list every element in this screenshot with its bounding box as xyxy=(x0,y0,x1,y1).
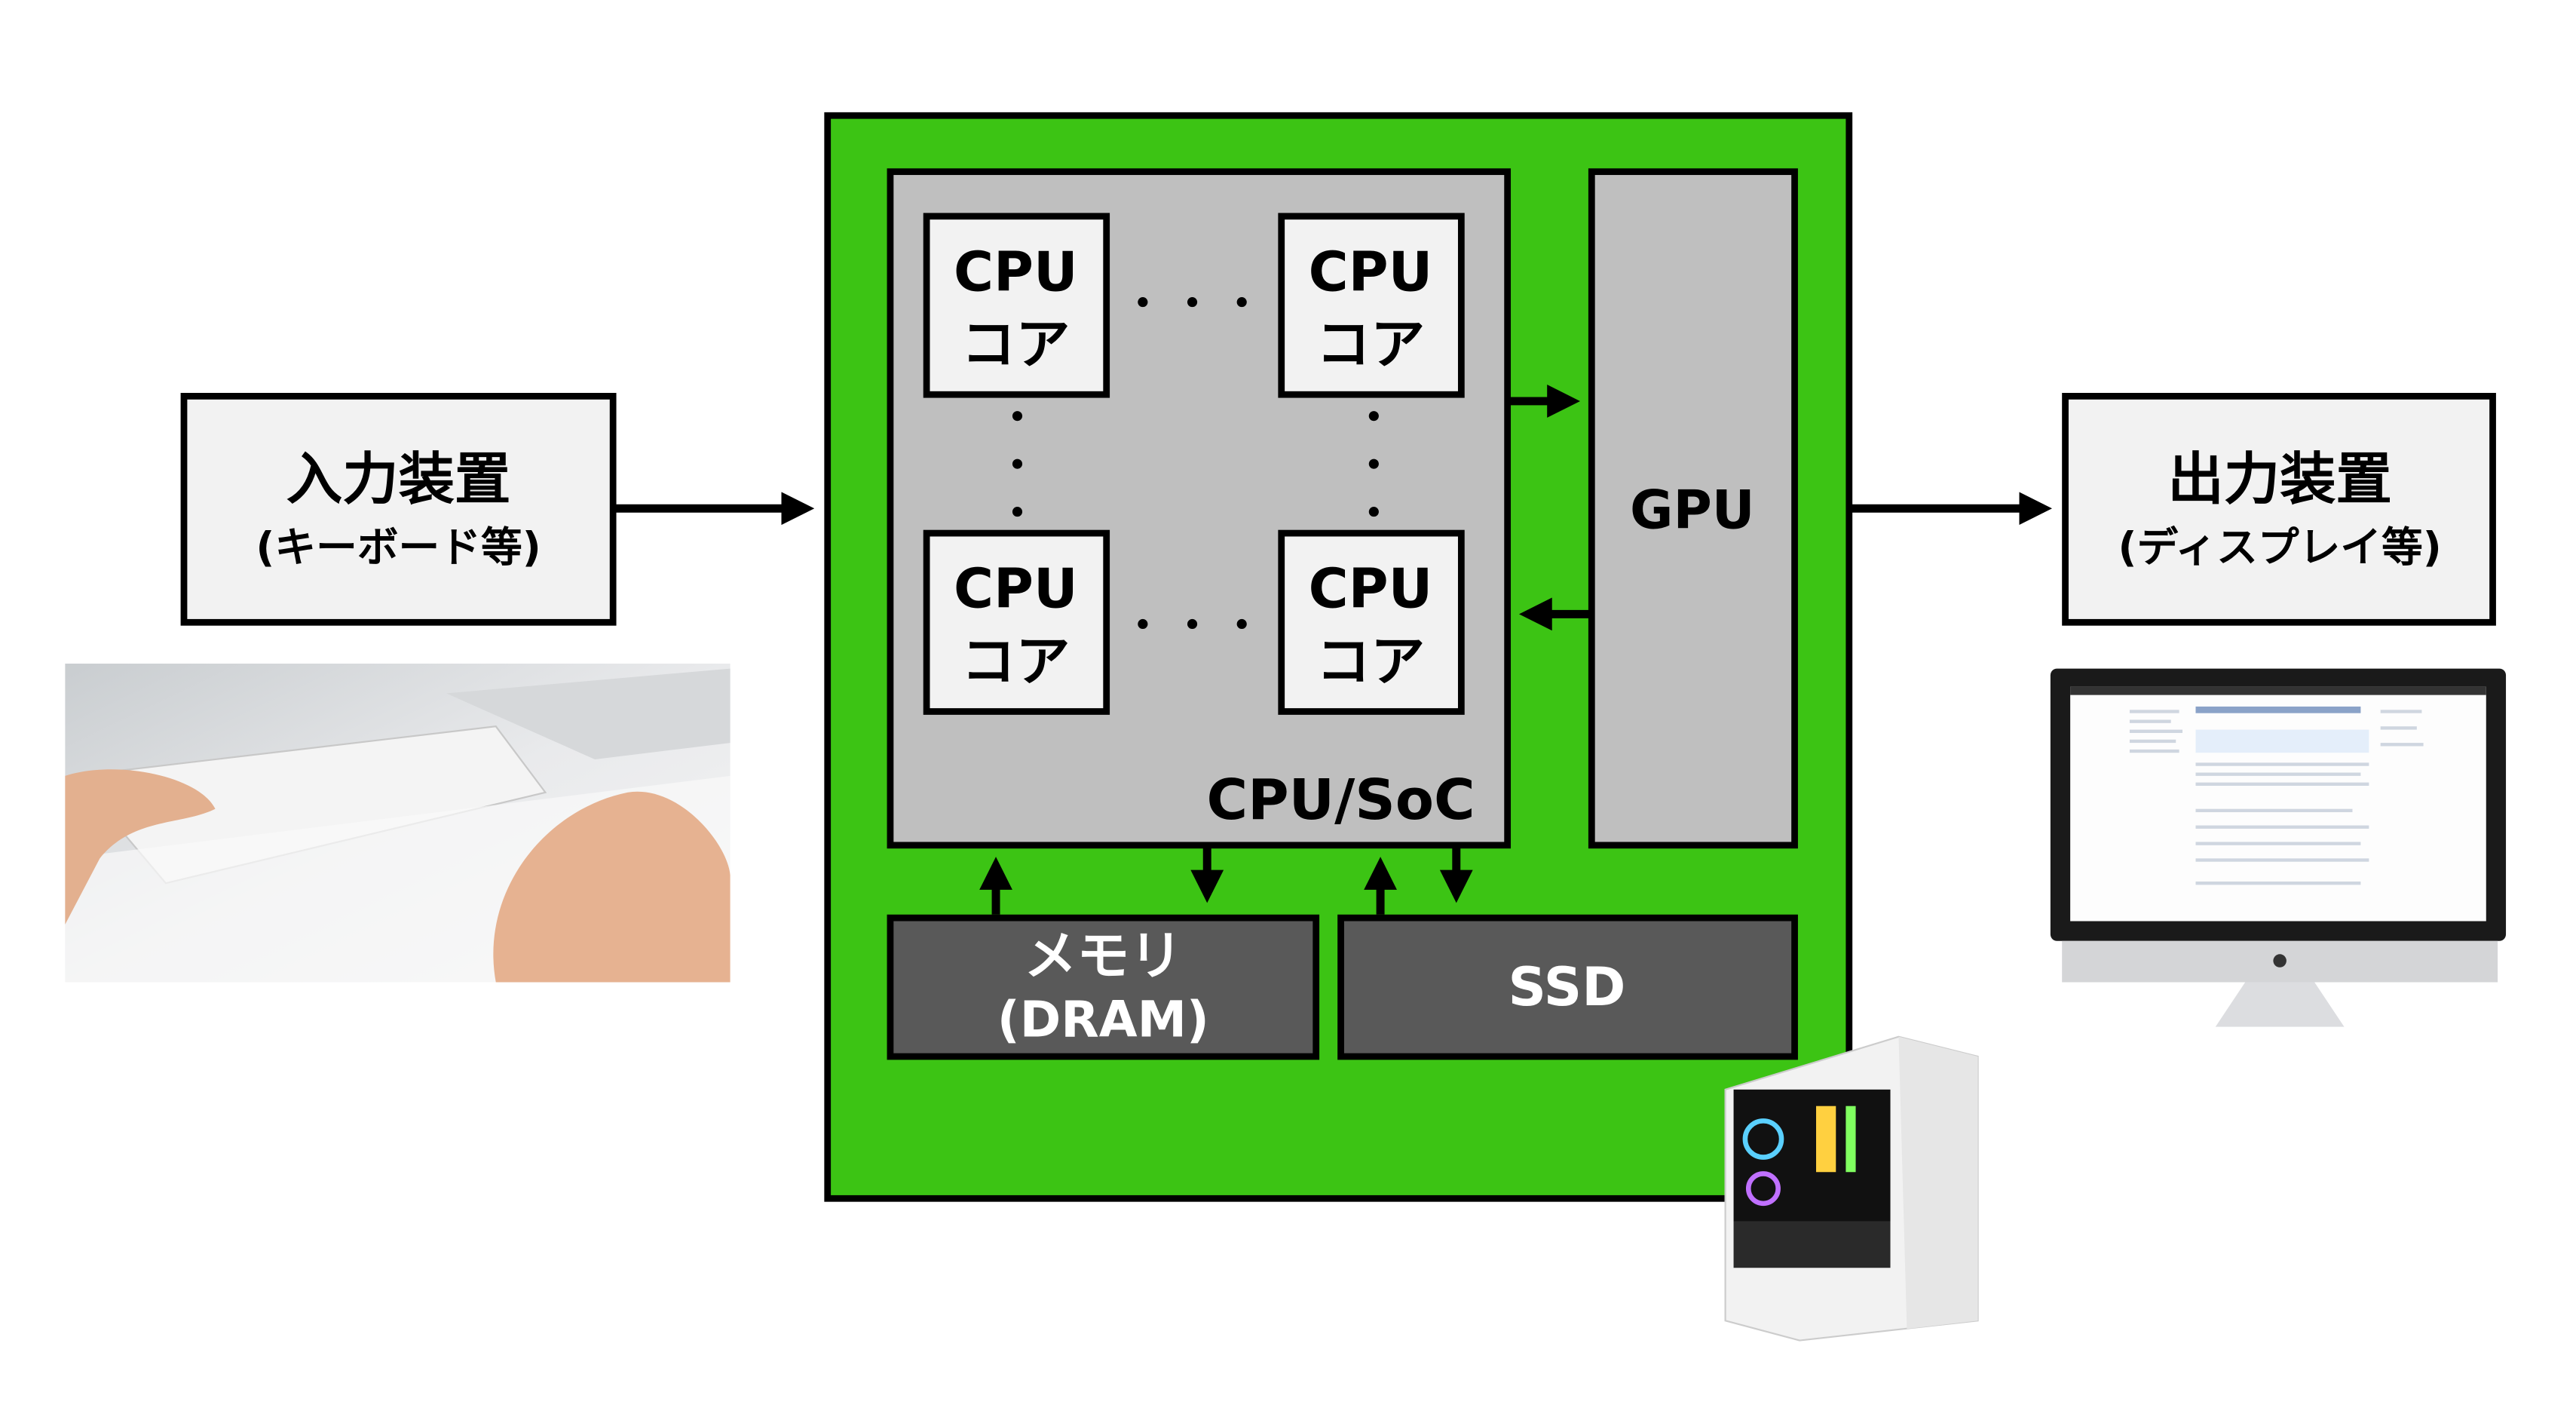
soc-label: CPU/SoC xyxy=(1207,767,1475,833)
gpu-block: GPU xyxy=(1588,168,1798,849)
memory-block: メモリ (DRAM) xyxy=(887,914,1320,1060)
cpu-core: CPU コア xyxy=(923,213,1110,398)
cpu-core: CPU コア xyxy=(1278,529,1465,715)
output-device-box: 出力装置 (ディスプレイ等) xyxy=(2062,393,2496,626)
cpu-core: CPU コア xyxy=(1278,213,1465,398)
memory-label: メモリ xyxy=(1024,925,1182,987)
output-device-title: 出力装置 xyxy=(2167,446,2392,512)
cpu-core: CPU コア xyxy=(923,529,1110,715)
core-label: CPU xyxy=(954,558,1078,621)
core-label: コア xyxy=(961,630,1070,694)
core-label: CPU xyxy=(1309,558,1433,621)
input-device-box: 入力装置 (キーボード等) xyxy=(180,393,617,626)
pc-case-photo xyxy=(1724,1035,1979,1342)
bus-arrows xyxy=(979,845,1473,915)
gpu-label: GPU xyxy=(1630,480,1755,541)
core-label: コア xyxy=(1316,630,1425,694)
output-device-subtitle: (ディスプレイ等) xyxy=(2118,523,2442,571)
core-label: コア xyxy=(961,314,1070,377)
input-device-title: 入力装置 xyxy=(286,446,511,512)
core-label: CPU xyxy=(954,241,1078,304)
memory-sublabel: (DRAM) xyxy=(997,992,1209,1049)
ssd-label: SSD xyxy=(1509,956,1626,1018)
ssd-block: SSD xyxy=(1337,914,1798,1060)
core-label: コア xyxy=(1316,314,1425,377)
input-device-subtitle: (キーボード等) xyxy=(256,523,541,571)
ellipsis-dots xyxy=(1012,297,1379,630)
core-label: CPU xyxy=(1309,241,1433,304)
monitor-photo xyxy=(2050,668,2507,1027)
keyboard-photo xyxy=(65,664,731,983)
